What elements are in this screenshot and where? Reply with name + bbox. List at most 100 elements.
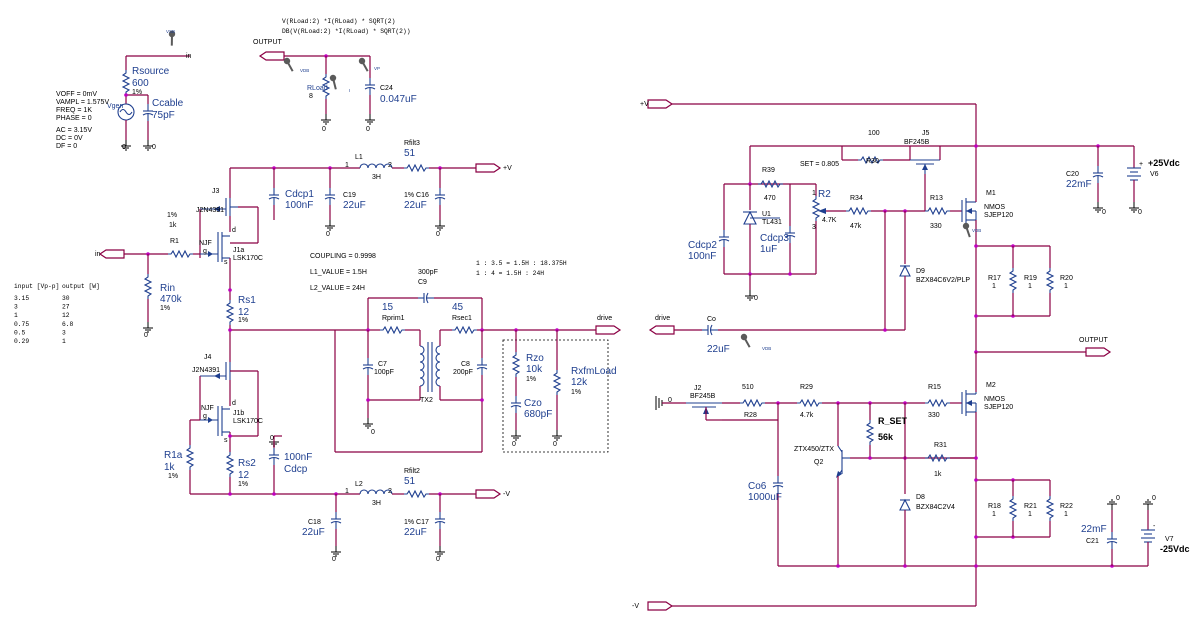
gnd-label: 0 — [122, 144, 126, 151]
r15-name: R15 — [928, 384, 941, 391]
pin-label: g — [203, 248, 207, 255]
gnd-label: 0 — [332, 556, 336, 563]
gnd-label: 0 — [144, 332, 148, 339]
pin-label: + — [1139, 161, 1143, 168]
r28-value: 510 — [742, 384, 754, 391]
l2-value-param: L2_VALUE = 24H — [310, 285, 365, 292]
m2-name: M2 — [986, 382, 996, 389]
m1-name: M1 — [986, 190, 996, 197]
ccable-value: 75pF — [152, 110, 175, 121]
vp-probe-label: VP — [374, 66, 380, 71]
ccable-name: Ccable — [152, 98, 184, 109]
source-freq: FREQ = 1K — [56, 107, 92, 114]
c17-name: 1% C17 — [404, 519, 429, 526]
c17-value: 22uF — [404, 527, 427, 538]
co-value: 22uF — [707, 344, 730, 355]
m2-type: NMOS — [984, 396, 1005, 403]
r1a-name: R1a — [164, 450, 183, 461]
c8-name: C8 — [461, 361, 470, 368]
m1-part: SJEP120 — [984, 212, 1013, 219]
rs1-value: 12 — [238, 307, 250, 318]
r1-name: R1 — [170, 238, 179, 245]
rfilt3-name: Rfilt3 — [404, 140, 420, 147]
pin-label: 1 — [345, 488, 349, 495]
cdcp2-value: 100nF — [688, 251, 716, 262]
io-table-header-input: input [Vp-p] — [14, 283, 59, 290]
r21-value: 1 — [1028, 511, 1032, 518]
r34-name: R34 — [850, 195, 863, 202]
source-df: DF = 0 — [56, 143, 77, 150]
r21-name: R21 — [1024, 503, 1037, 510]
rxfm-value: 12k — [571, 377, 588, 388]
net-label-plus-v-left: +V — [503, 165, 512, 172]
rin-tol: 1% — [160, 305, 170, 312]
transformer-section: COUPLING = 0.9998 L1_VALUE = 1.5H L2_VAL… — [310, 253, 621, 453]
l1-value-param: L1_VALUE = 1.5H — [310, 269, 367, 276]
r13-value: 330 — [930, 223, 942, 230]
j3-part: J2N4391 — [196, 207, 224, 214]
pin-label: 1 — [812, 190, 816, 197]
gnd-label: 0 — [512, 441, 516, 448]
load-box: Rzo 10k 1% Czo 680pF RxfmLoad 12k 1% 0 0 — [502, 330, 617, 453]
r30-value: 100 — [868, 130, 880, 137]
r22-value: 1 — [1064, 511, 1068, 518]
measure-expr-1: V(RLoad:2) *I(RLoad) * SQRT(2) — [282, 18, 395, 25]
rsource-name: Rsource — [132, 66, 170, 77]
primary-feed — [228, 328, 368, 332]
r2-value: 4.7K — [822, 217, 837, 224]
cdcp2-name: Cdcp2 — [688, 240, 717, 251]
d9-part: BZX84C6V2/PLP — [916, 277, 970, 284]
rset-value: 56k — [878, 432, 894, 442]
drive-coupling: drive VDB Co 22uF OUTPUT — [649, 315, 1111, 392]
gnd-label: 0 — [152, 144, 156, 151]
r39-value: 470 — [764, 195, 776, 202]
r2-name: R2 — [818, 189, 831, 200]
v6-name: V6 — [1150, 171, 1159, 178]
io-table-header-output: output [W] — [62, 283, 100, 290]
r18-value: 1 — [992, 511, 996, 518]
pin-label: 3 — [812, 224, 816, 231]
v6-value: +25Vdc — [1148, 158, 1180, 168]
measure-expr-2: DB(V(RLoad:2) *I(RLoad) * SQRT(2)) — [282, 28, 410, 35]
io-table-output-cell: 27 — [62, 304, 70, 311]
m2-part: SJEP120 — [984, 404, 1013, 411]
rsec-name: Rsec1 — [452, 315, 472, 322]
j3-name: J3 — [212, 188, 220, 195]
c24-name: C24 — [380, 85, 393, 92]
gnd-label: 0 — [326, 231, 330, 238]
io-table-output-cell: 12 — [62, 312, 70, 319]
r18-name: R18 — [988, 503, 1001, 510]
rzo-name: Rzo — [526, 353, 544, 364]
cdcp-cap: 0 100nF Cdcp — [268, 435, 312, 494]
rsource-tol: 1% — [132, 89, 142, 96]
r20-name: R20 — [1060, 275, 1073, 282]
r19-name: R19 — [1024, 275, 1037, 282]
r29-name: R29 — [800, 384, 813, 391]
c9-value: 300pF — [418, 269, 438, 276]
c16-value: 22uF — [404, 200, 427, 211]
rfilt2-name: Rfilt2 — [404, 468, 420, 475]
rs1-name: Rs1 — [238, 295, 256, 306]
r1a-tol: 1% — [168, 473, 178, 480]
set-param: SET = 0.805 — [800, 161, 839, 168]
j5-part: BF245B — [904, 139, 930, 146]
ground-left-sym — [655, 396, 680, 410]
co-name: Co — [707, 316, 716, 323]
q2-name: Q2 — [814, 459, 823, 466]
j1b-name: J1b — [233, 410, 244, 417]
pin-label: 2 — [388, 488, 392, 495]
net-label-minus-v-right: -V — [632, 603, 639, 610]
c7-name: C7 — [378, 361, 387, 368]
upper-cascode: in J3 J2N4391 1% 1k R1 NJF g d s J1a LSK… — [95, 168, 263, 352]
right-section: +V — [632, 99, 1190, 611]
input-source: VSB in Rsource 600 1% Ccable 75pF Vgen 0… — [56, 28, 192, 151]
io-table-output-cell: 1 — [62, 338, 66, 345]
j5-name: J5 — [922, 130, 930, 137]
njf-label-2: NJF — [201, 405, 214, 412]
rfilt3-value: 51 — [404, 148, 416, 159]
vsb-probe-label: VSB — [166, 29, 175, 34]
j4-name: J4 — [204, 354, 212, 361]
source-dc: DC = 0V — [56, 135, 83, 142]
rload-name: RLoad — [307, 85, 328, 92]
